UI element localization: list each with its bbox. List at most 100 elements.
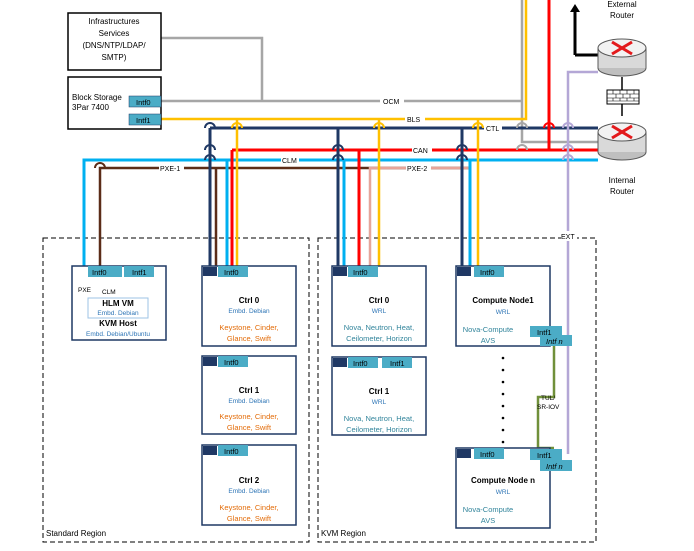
clm-label: CLM [282, 158, 297, 165]
kvm-host-node: Intf0 Intf1 PXE CLM HLM VM Embd. Debian … [71, 265, 167, 341]
svg-text:Router: Router [610, 187, 634, 196]
svg-text:SMTP): SMTP) [102, 53, 127, 62]
standard-region-box [42, 237, 310, 543]
svg-text:AVS: AVS [481, 336, 495, 345]
ocm-trunk [520, 0, 598, 144]
svg-text:Intf0: Intf0 [480, 450, 495, 459]
svg-text:Intf0: Intf0 [136, 98, 151, 107]
svg-text:Ctrl 2: Ctrl 2 [239, 476, 260, 485]
svg-text:Nova, Neutron, Heat,: Nova, Neutron, Heat, [344, 414, 414, 423]
svg-text:Keystone, Cinder,: Keystone, Cinder, [219, 323, 278, 332]
svg-text:Ctrl 1: Ctrl 1 [239, 386, 260, 395]
svg-text:Compute Node1: Compute Node1 [472, 296, 534, 305]
svg-text:Glance, Swift: Glance, Swift [227, 334, 272, 343]
svg-text:Ceilometer, Horizon: Ceilometer, Horizon [346, 425, 412, 434]
std-ctrl-1: Intf0 Ctrl 1 Embd. Debian Keystone, Cind… [201, 355, 297, 435]
std-ctrl-0: Intf0 Ctrl 0 Embd. Debian Keystone, Cind… [201, 265, 297, 347]
svg-text:Compute Node n: Compute Node n [471, 476, 535, 485]
ocm-label: OCM [383, 99, 400, 106]
svg-text:WRL: WRL [496, 309, 511, 316]
svg-text:(DNS/NTP/LDAP/: (DNS/NTP/LDAP/ [82, 41, 146, 50]
svg-text:Router: Router [610, 11, 634, 20]
svg-text:Intf0: Intf0 [224, 358, 239, 367]
kvm-host-intf1 [124, 266, 154, 277]
svg-text:Intf0: Intf0 [353, 359, 368, 368]
svg-text:Intf1: Intf1 [136, 116, 151, 125]
svg-text:Intf n: Intf n [546, 337, 563, 346]
line-crossings [94, 122, 574, 169]
bls-line [161, 0, 528, 121]
svg-text:Ctrl 0: Ctrl 0 [369, 296, 390, 305]
clm-line [82, 158, 598, 266]
svg-text:Embd. Debian: Embd. Debian [228, 308, 270, 315]
infra-services-box: Infrastructures Services (DNS/NTP/LDAP/ … [67, 12, 162, 71]
kvm-ctrl-1: Intf0 Intf1 Ctrl 1 WRL Nova, Neutron, He… [331, 356, 427, 436]
compute-node-n: Intf0 Compute Node n WRL Nova-Compute AV… [455, 447, 572, 529]
external-arrow [570, 4, 580, 12]
svg-text:Block Storage: Block Storage [72, 93, 122, 102]
svg-text:Intf0: Intf0 [353, 268, 368, 277]
svg-text:External: External [607, 0, 637, 9]
svg-text:HLM VM: HLM VM [102, 299, 134, 308]
tul-label: TUL/ [541, 395, 555, 402]
svg-text:Nova, Neutron, Heat,: Nova, Neutron, Heat, [344, 323, 414, 332]
std-ctrl-2: Intf0 Ctrl 2 Embd. Debian Keystone, Cind… [201, 444, 297, 526]
svg-text:Intf1: Intf1 [537, 451, 552, 460]
svg-text:PXE: PXE [78, 287, 92, 294]
kvm-region-label: KVM Region [321, 529, 366, 538]
svg-text:Intf1: Intf1 [390, 359, 405, 368]
svg-text:CLM: CLM [102, 289, 116, 296]
kvm-ctrl-0: Intf0 Ctrl 0 WRL Nova, Neutron, Heat, Ce… [331, 265, 427, 347]
svg-text:Ctrl 0: Ctrl 0 [239, 296, 260, 305]
svg-text:Embd. Debian/Ubuntu: Embd. Debian/Ubuntu [86, 331, 150, 338]
svg-text:AVS: AVS [481, 516, 495, 525]
svg-text:WRL: WRL [372, 308, 387, 315]
standard-region-label: Standard Region [46, 529, 106, 538]
kvm-host-intf0 [88, 266, 122, 277]
router-arrows-icon [611, 40, 633, 56]
sriov-label: SR-IOV [537, 404, 560, 411]
pxe2-line [368, 166, 470, 266]
svg-text:Infrastructures: Infrastructures [88, 17, 139, 26]
svg-text:3Par 7400: 3Par 7400 [72, 103, 109, 112]
ext-line [566, 70, 598, 454]
svg-text:Nova-Compute: Nova-Compute [463, 505, 513, 514]
svg-text:Keystone, Cinder,: Keystone, Cinder, [219, 412, 278, 421]
pxe2-label: PXE-2 [407, 166, 427, 173]
compute-node-1: Intf0 Compute Node1 WRL Nova-Compute AVS… [455, 265, 572, 347]
svg-text:Intf0: Intf0 [224, 447, 239, 456]
external-router: External Router [597, 0, 647, 77]
svg-text:Keystone, Cinder,: Keystone, Cinder, [219, 503, 278, 512]
ctl-label: CTL [486, 126, 499, 133]
block-storage-box: Block Storage 3Par 7400 Intf0 Intf1 [67, 76, 162, 130]
svg-text:Intf1: Intf1 [132, 268, 147, 277]
internal-router: Internal Router [597, 122, 647, 196]
svg-text:Intf0: Intf0 [480, 268, 495, 277]
svg-text:Services: Services [99, 29, 130, 38]
ext-label: EXT [561, 234, 575, 241]
block-storage-intf1 [128, 113, 162, 126]
svg-text:Embd. Debian: Embd. Debian [228, 488, 270, 495]
svg-text:Glance, Swift: Glance, Swift [227, 423, 272, 432]
pxe1-label: PXE-1 [160, 166, 180, 173]
svg-text:Ctrl 1: Ctrl 1 [369, 387, 390, 396]
svg-text:Embd. Debian: Embd. Debian [97, 310, 139, 317]
svg-text:Intf n: Intf n [546, 462, 563, 471]
svg-text:Glance, Swift: Glance, Swift [227, 514, 272, 523]
firewall-icon [606, 77, 640, 116]
svg-text:KVM Host: KVM Host [99, 319, 137, 328]
more-nodes-dots [501, 356, 505, 444]
pxe1-line [98, 166, 470, 266]
bls-label: BLS [407, 117, 421, 124]
svg-text:Internal: Internal [609, 176, 636, 185]
svg-text:Intf0: Intf0 [92, 268, 107, 277]
svg-text:Embd. Debian: Embd. Debian [228, 398, 270, 405]
svg-text:Intf0: Intf0 [224, 268, 239, 277]
router-arrows-icon [611, 124, 633, 140]
svg-text:Nova-Compute: Nova-Compute [463, 325, 513, 334]
svg-text:WRL: WRL [372, 399, 387, 406]
svg-text:WRL: WRL [496, 489, 511, 496]
kvm-region-box [317, 237, 597, 543]
hlm-vm-box [87, 297, 149, 319]
